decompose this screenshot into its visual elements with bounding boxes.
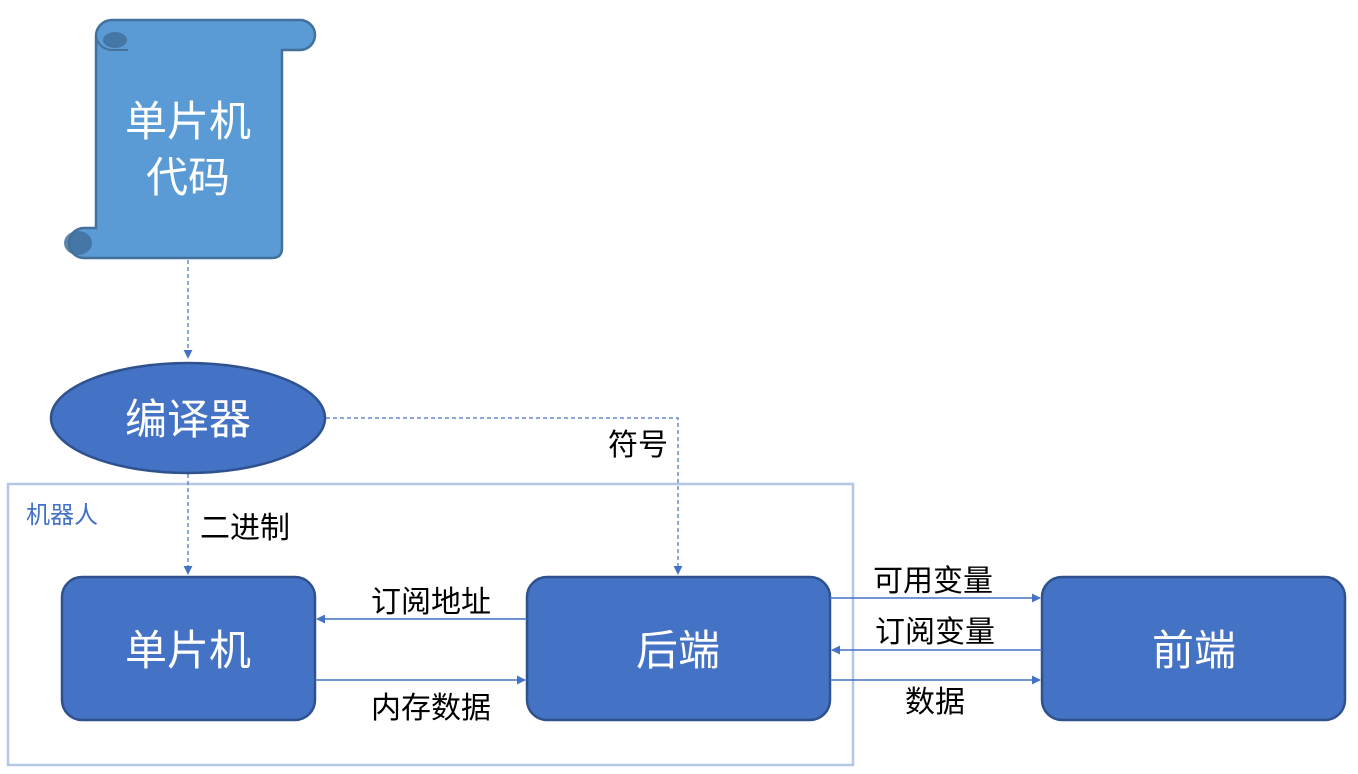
edge-label-available-vars: 可用变量 xyxy=(873,564,993,599)
frontend-node: 前端 xyxy=(1040,575,1347,722)
mcu-code-label-line1: 单片机 xyxy=(125,97,251,146)
backend-label: 后端 xyxy=(636,626,720,675)
mcu-code-label-line2: 代码 xyxy=(146,153,230,202)
edge-label-symbols: 符号 xyxy=(608,428,668,463)
edge-label-memory-data: 内存数据 xyxy=(371,691,491,726)
edge-compiler-to-backend xyxy=(326,417,683,575)
compiler-label: 编译器 xyxy=(125,395,251,444)
mcu-label: 单片机 xyxy=(125,626,251,675)
edge-label-binary: 二进制 xyxy=(200,511,290,546)
robot-group-label: 机器人 xyxy=(26,501,98,529)
compiler-node: 编译器 xyxy=(49,361,327,475)
backend-node: 后端 xyxy=(525,575,832,722)
mcu-code-scroll: 单片机 代码 xyxy=(64,18,317,260)
robot-group-frame xyxy=(6,482,855,767)
mcu-node: 单片机 xyxy=(60,575,317,722)
edge-label-subscribe-vars: 订阅变量 xyxy=(875,615,995,650)
edge-label-data: 数据 xyxy=(905,685,965,720)
edge-label-subscribe-address: 订阅地址 xyxy=(371,585,491,620)
frontend-label: 前端 xyxy=(1152,626,1236,675)
